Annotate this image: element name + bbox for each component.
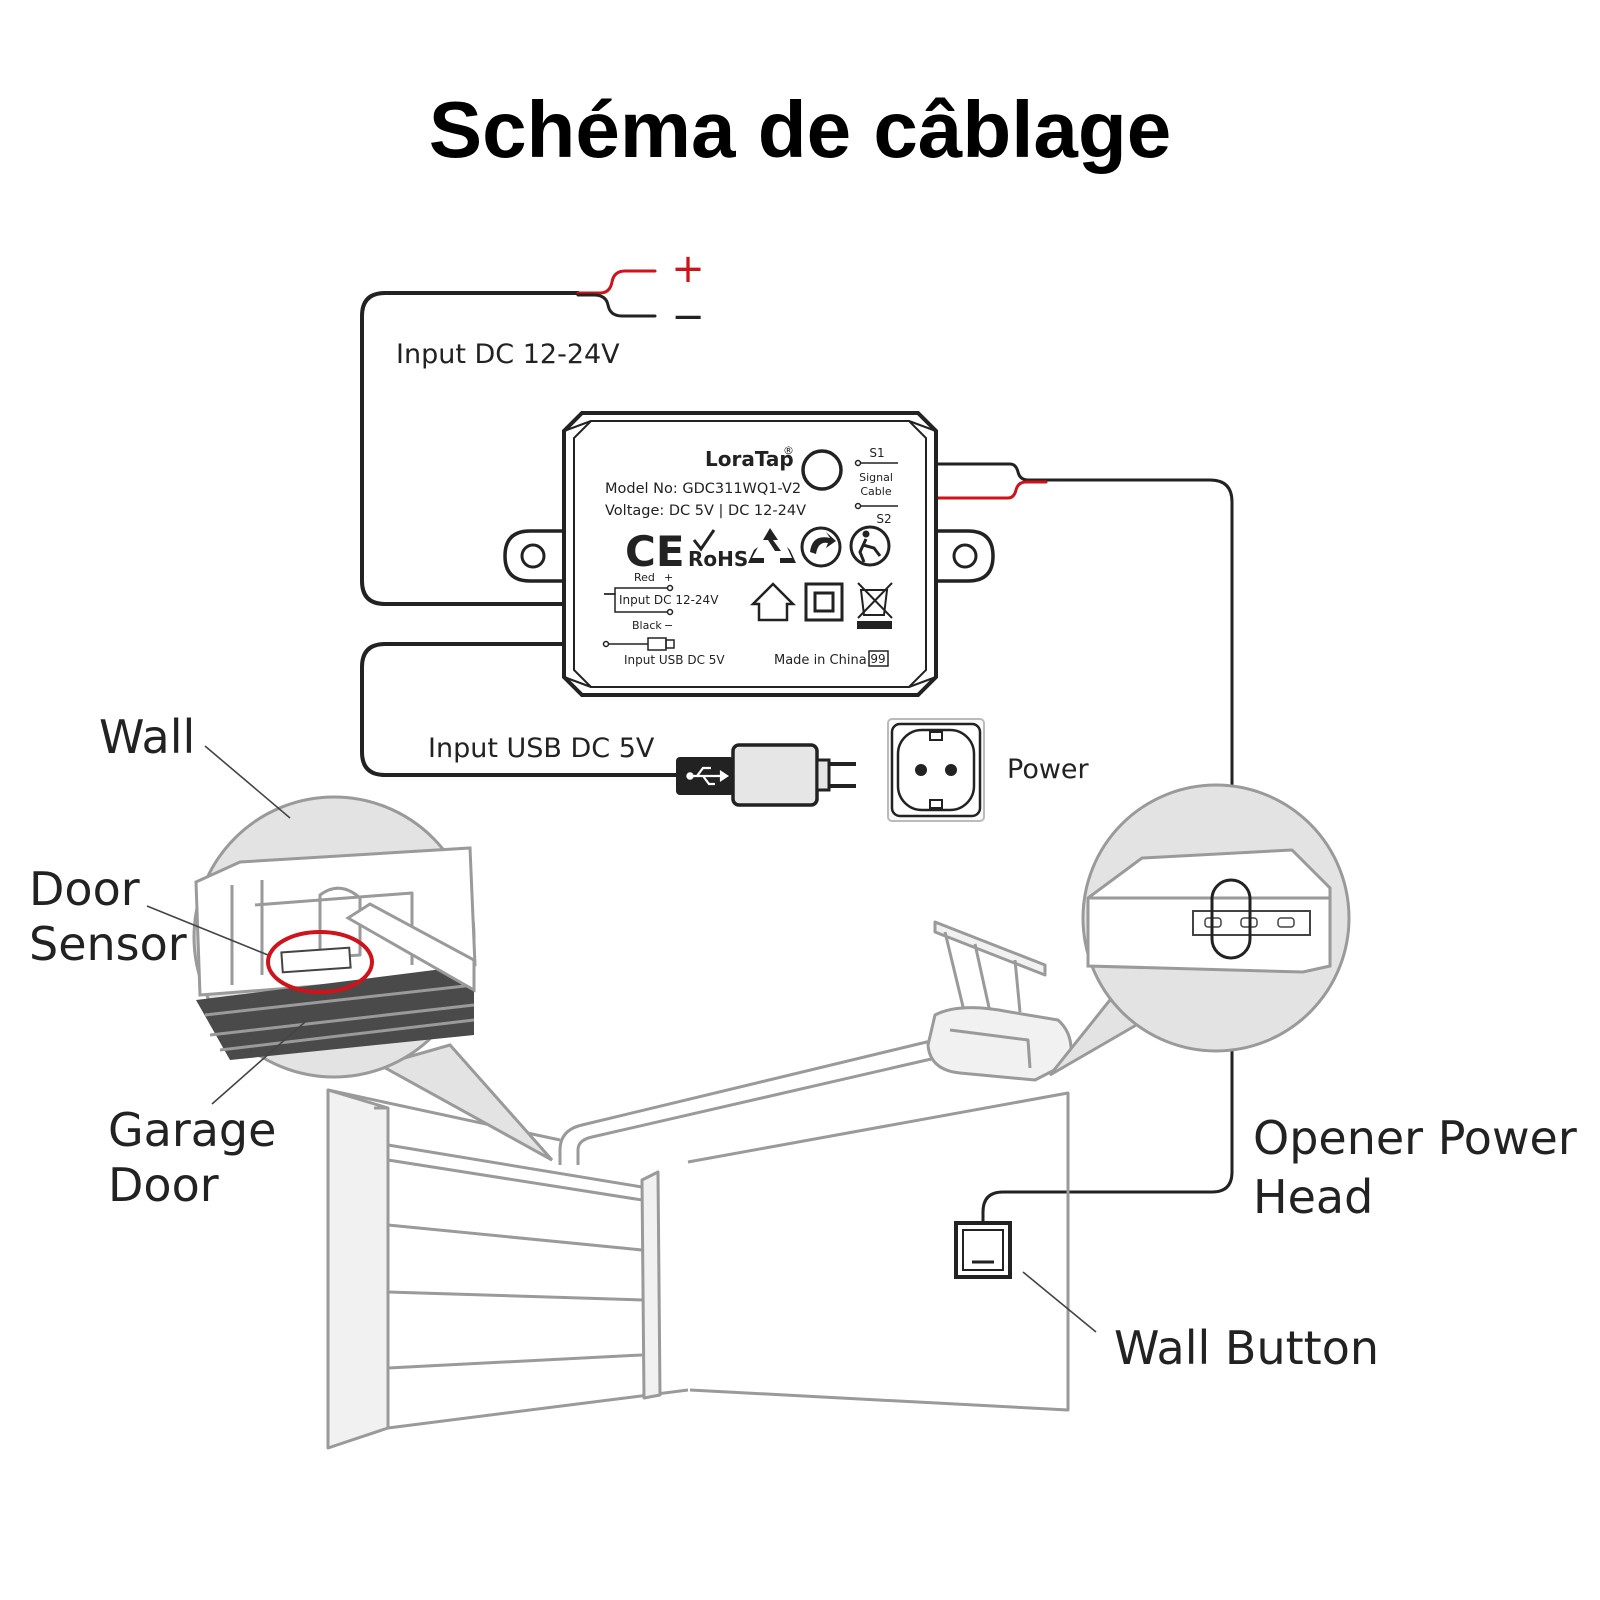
red-sign: + — [664, 571, 673, 584]
garage-sketch — [326, 920, 1073, 1450]
negative-sign: − — [671, 294, 705, 340]
garage-door-label-1: Garage — [108, 1103, 276, 1157]
door-sensor-label-1: Door — [29, 862, 140, 916]
dc-terminal-label: Input DC 12-24V — [619, 593, 719, 607]
ce-mark: CE — [625, 527, 685, 576]
red-label: Red — [634, 571, 655, 584]
wall-button-leader — [1022, 1271, 1097, 1333]
device-model: Model No: GDC311WQ1-V2 — [605, 481, 801, 497]
tidy-man-icon — [849, 525, 891, 567]
wall-button — [954, 1221, 1012, 1279]
recycle-icon — [748, 528, 796, 563]
device-voltage: Voltage: DC 5V | DC 12-24V — [605, 503, 806, 519]
input-usb-label: Input USB DC 5V — [428, 733, 655, 764]
input-dc-label: Input DC 12-24V — [396, 339, 620, 370]
power-label: Power — [1007, 754, 1090, 785]
rohs-mark: RoHS — [688, 547, 748, 571]
black-label: Black — [632, 619, 662, 632]
s1-label: S1 — [869, 446, 884, 460]
wall-label: Wall — [99, 710, 195, 764]
device-brand-mark: ® — [783, 444, 794, 457]
black-sign: − — [664, 619, 673, 632]
made-in-label: Made in China — [774, 653, 867, 668]
garage-door-label-2: Door — [108, 1158, 219, 1212]
code-label: 99 — [870, 652, 885, 666]
opener-label-2: Head — [1253, 1170, 1373, 1224]
door-sensor-zoom — [192, 795, 554, 1162]
weee-bin-icon — [857, 582, 893, 629]
door-sensor-label-2: Sensor — [29, 917, 187, 971]
dc-input-wire — [360, 269, 657, 606]
door-sensor-leader — [146, 905, 269, 956]
check-icon — [692, 529, 716, 552]
usb-input-wire — [360, 642, 678, 777]
usb-terminal-label: Input USB DC 5V — [624, 653, 725, 667]
status-button — [801, 449, 843, 491]
s2-label: S2 — [876, 512, 891, 526]
usb-icon — [686, 766, 729, 786]
wall-leader — [204, 745, 291, 819]
garage-door-leader — [211, 1021, 306, 1105]
signal-label-1: Signal — [859, 471, 893, 484]
wall-socket — [887, 718, 985, 822]
double-insulation-icon — [804, 582, 844, 622]
wall-button-label: Wall Button — [1114, 1321, 1379, 1375]
green-dot-icon — [800, 526, 842, 568]
page-title: Schéma de câblage — [429, 85, 1172, 174]
opener-label-1: Opener Power — [1253, 1111, 1577, 1165]
house-icon — [749, 582, 797, 622]
signal-terminals — [854, 459, 898, 510]
usb-charger — [676, 743, 856, 807]
signal-wire — [931, 462, 1234, 1234]
signal-label-2: Cable — [860, 485, 891, 498]
opener-zoom — [1048, 783, 1351, 1077]
positive-sign: + — [671, 246, 705, 292]
terminal-legend — [602, 584, 675, 651]
code-box — [868, 650, 889, 667]
device-brand: LoraTap — [705, 447, 794, 471]
